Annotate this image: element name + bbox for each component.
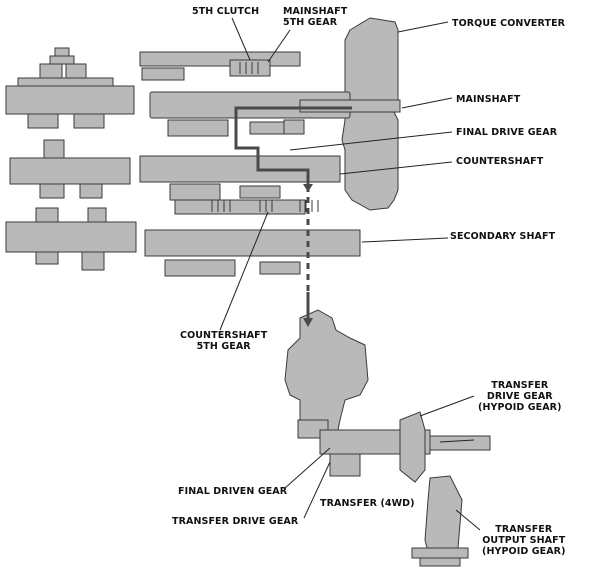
transfer-4wd-label: TRANSFER (4WD) [320, 498, 415, 509]
transfer-assembly [319, 411, 491, 567]
countershaft-fifth-gear-label: COUNTERSHAFT 5TH GEAR [180, 330, 268, 352]
transfer-output-shaft-label: TRANSFER OUTPUT SHAFT (HYPOID GEAR) [482, 524, 566, 557]
torque-converter-label: TORQUE CONVERTER [452, 18, 566, 29]
power-flow-arrowhead-1 [303, 184, 313, 192]
torque-converter-shape [341, 17, 399, 211]
fifth-clutch-label: 5TH CLUTCH [192, 6, 260, 17]
gear-teeth [211, 62, 319, 212]
left-gear-cluster [5, 47, 137, 271]
mainshaft-label: MAINSHAFT [456, 94, 521, 105]
leader-lines [219, 17, 481, 531]
power-flow-arrowhead-2 [303, 318, 313, 327]
countershaft-label: COUNTERSHAFT [456, 156, 544, 167]
transfer-drive-gear-label: TRANSFER DRIVE GEAR [172, 516, 299, 527]
mainshaft-fifth-gear-label: MAINSHAFT 5TH GEAR [283, 6, 348, 28]
final-drive-gear-label: FINAL DRIVE GEAR [456, 127, 558, 138]
transfer-drive-gear-hypoid-label: TRANSFER DRIVE GEAR (HYPOID GEAR) [478, 380, 562, 413]
final-driven-gear-label: FINAL DRIVEN GEAR [178, 486, 288, 497]
differential-housing [284, 309, 369, 431]
power-flow-path [234, 106, 352, 320]
secondary-shaft-label: SECONDARY SHAFT [450, 231, 556, 242]
